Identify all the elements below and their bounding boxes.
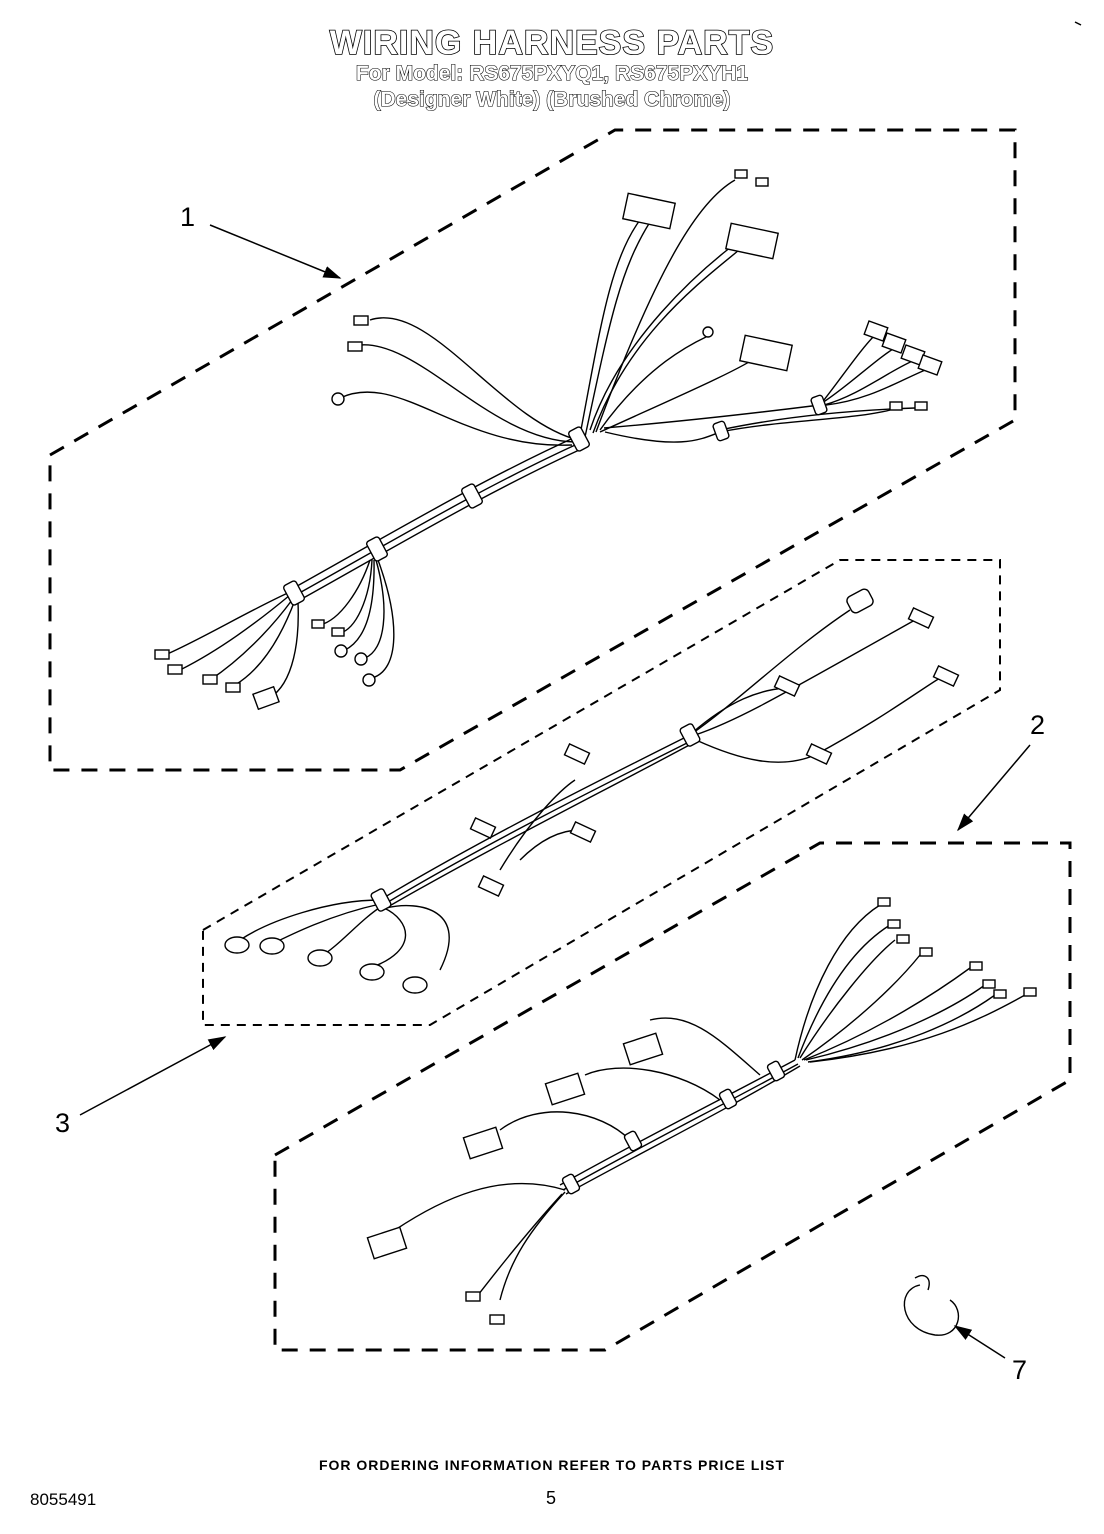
callout-7-arrow	[953, 1325, 1006, 1359]
harness-1-group	[48, 128, 1017, 772]
model-numbers: For Model: RS675PXYQ1, RS675PXYH1	[355, 61, 749, 85]
callout-3-arrow	[79, 1036, 227, 1116]
part-7-retaining-ring	[903, 1274, 960, 1336]
callout-3: 3	[55, 1108, 71, 1138]
callout-7: 7	[1012, 1355, 1028, 1385]
harness-3-boundary	[202, 559, 1001, 1026]
callout-2-arrow	[957, 744, 1031, 832]
ordering-note: FOR ORDERING INFORMATION REFER TO PARTS …	[318, 1457, 786, 1473]
harness-1-boundary	[48, 128, 1017, 772]
harness-1-wires	[164, 179, 931, 701]
harness-2-clips	[561, 1060, 786, 1195]
callout-1-arrow	[209, 224, 342, 279]
page-number: 5	[546, 1488, 557, 1508]
harness-3-clips	[370, 723, 701, 912]
callout-2: 2	[1030, 710, 1046, 740]
page-title: WIRING HARNESS PARTS	[329, 23, 775, 63]
harness-2-boundary	[273, 841, 1072, 1352]
harness-1-clips	[283, 394, 828, 606]
harness-2-wires	[394, 904, 1026, 1301]
harness-2-connectors	[366, 897, 1037, 1325]
harness-1-connectors	[154, 169, 943, 711]
document-number: 8055491	[30, 1490, 97, 1509]
corner-tick	[1074, 21, 1082, 26]
model-colors: (Designer White) (Brushed Chrome)	[373, 87, 731, 111]
callout-1: 1	[180, 202, 196, 232]
harness-3-connectors	[224, 588, 960, 994]
harness-2-group	[273, 841, 1072, 1352]
harness-3-group	[202, 559, 1001, 1026]
harness-3-wires	[239, 609, 941, 971]
